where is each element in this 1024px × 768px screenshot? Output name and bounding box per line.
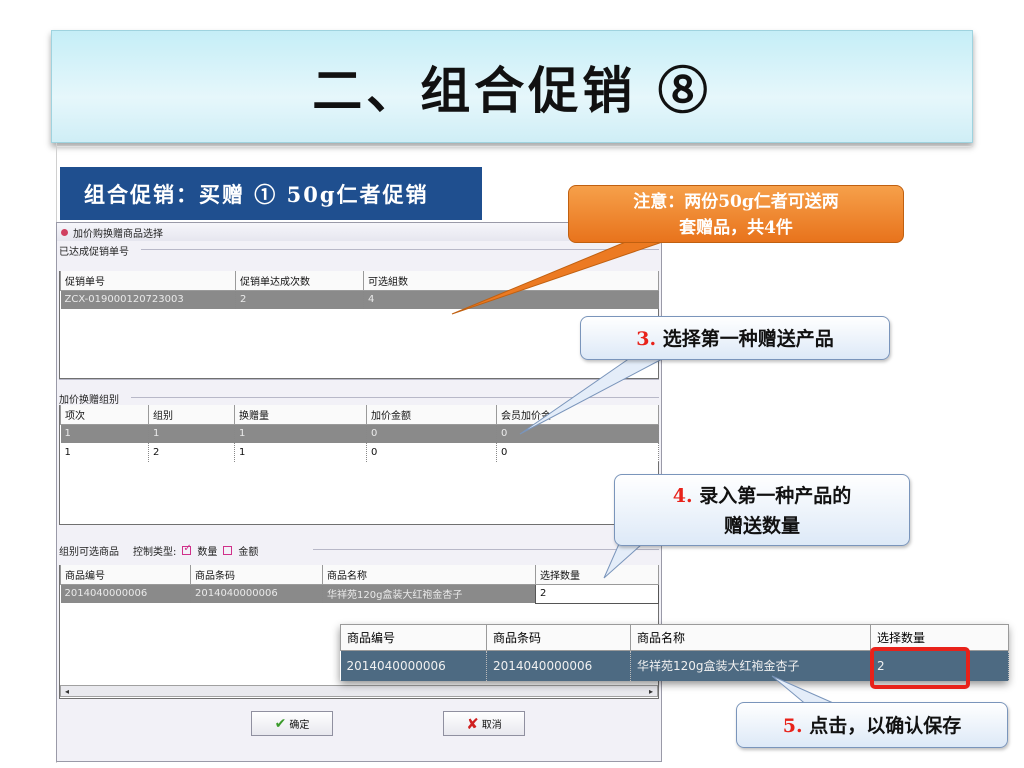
divider bbox=[56, 146, 973, 147]
table-header: 商品编号 商品条码 商品名称 选择数量 bbox=[340, 624, 1009, 651]
scroll-right-icon[interactable]: ▸ bbox=[648, 686, 653, 696]
col-header[interactable]: 商品名称 bbox=[322, 565, 536, 585]
horizontal-scrollbar[interactable]: ◂ ▸ bbox=[60, 685, 658, 697]
table-cell[interactable]: 1 bbox=[234, 424, 367, 443]
callout-step-5: 5. 点击，以确认保存 bbox=[736, 702, 1008, 748]
step-number: 3. bbox=[636, 328, 657, 350]
table-header: 项次 组别 换赠量 加价金额 会员加价金 bbox=[60, 405, 659, 425]
table-row[interactable]: 2014040000006 2014040000006 华祥苑120g盒装大红袍… bbox=[60, 583, 659, 604]
dialog-titlebar: 加价购换赠商品选择 bbox=[57, 223, 661, 241]
cancel-button[interactable]: ✘ 取消 bbox=[443, 711, 525, 736]
callout-step-3: 3. 选择第一种赠送产品 bbox=[580, 316, 890, 360]
divider bbox=[59, 379, 659, 380]
col-header[interactable]: 换赠量 bbox=[234, 405, 367, 425]
col-header: 商品编号 bbox=[340, 624, 487, 651]
step-text: 录入第一种产品的 bbox=[699, 485, 852, 507]
table-cell[interactable]: 华祥苑120g盒装大红袍金杏子 bbox=[322, 584, 536, 603]
table-header: 商品编号 商品条码 商品名称 选择数量 bbox=[60, 565, 659, 585]
col-header: 选择数量 bbox=[870, 624, 1009, 651]
col-header[interactable]: 组别 bbox=[148, 405, 235, 425]
slide-subtitle: 组合促销：买赠 ① 50g仁者促销 bbox=[60, 167, 482, 220]
col-header[interactable]: 商品编号 bbox=[60, 565, 191, 585]
table-cell[interactable]: 2 bbox=[235, 290, 364, 309]
note-line: 注意：两份50g仁者可送两 bbox=[633, 192, 839, 212]
app-icon bbox=[61, 228, 68, 236]
qty-checkbox[interactable] bbox=[182, 543, 192, 555]
section-promo-orders-label: 已达成促销单号 bbox=[59, 243, 132, 258]
col-header[interactable]: 可选組数 bbox=[363, 271, 659, 291]
gift-groups-table: 项次 组别 换赠量 加价金额 会员加价金 1 1 1 0 0 1 2 1 0 0 bbox=[60, 405, 659, 462]
checkmark-icon: ✔ bbox=[274, 715, 287, 732]
table-cell[interactable]: 1 bbox=[234, 443, 367, 462]
control-type-label: 控制类型: bbox=[133, 547, 177, 558]
table-cell[interactable]: 2014040000006 bbox=[190, 584, 323, 603]
highlight-box bbox=[870, 647, 970, 689]
amount-option-label: 金额 bbox=[238, 547, 259, 558]
group-products-table: 商品编号 商品条码 商品名称 选择数量 2014040000006 201404… bbox=[60, 565, 659, 604]
zoomed-products-grid: 商品编号 商品条码 商品名称 选择数量 2014040000006 201404… bbox=[340, 624, 1009, 681]
col-header[interactable]: 商品条码 bbox=[190, 565, 323, 585]
col-header[interactable]: 选择数量 bbox=[535, 565, 659, 585]
section-group-products-header: 组别可选商品 控制类型: 数量 金额 bbox=[59, 543, 265, 558]
table-cell[interactable]: 1 bbox=[60, 424, 149, 443]
zoomed-products-table: 商品编号 商品条码 商品名称 选择数量 2014040000006 201404… bbox=[340, 624, 1009, 681]
note-pointer bbox=[451, 235, 681, 315]
table-row[interactable]: 1 2 1 0 0 bbox=[60, 443, 659, 462]
step-number: 4. bbox=[672, 485, 693, 507]
col-header[interactable]: 促销单号 bbox=[60, 271, 236, 291]
table-cell[interactable]: 2014040000006 bbox=[340, 650, 487, 681]
promo-orders-table: 促销单号 促销单达成次数 可选組数 ZCX-019000120723003 2 … bbox=[60, 271, 659, 309]
divider bbox=[141, 249, 659, 250]
cancel-button-label: 取消 bbox=[481, 720, 502, 731]
qty-option-label: 数量 bbox=[197, 547, 218, 558]
table-header: 促销单号 促销单达成次数 可选組数 bbox=[60, 271, 659, 291]
table-cell[interactable]: 0 bbox=[496, 443, 659, 462]
cross-icon: ✘ bbox=[466, 714, 479, 733]
step-number: 5. bbox=[782, 715, 803, 737]
scroll-left-icon[interactable]: ◂ bbox=[64, 686, 69, 696]
slide-title-banner: 二、组合促销 ⑧ bbox=[51, 30, 973, 143]
slide-title: 二、组合促销 ⑧ bbox=[312, 60, 712, 120]
note-line: 套赠品，共4件 bbox=[679, 218, 793, 238]
table-row[interactable]: 1 1 1 0 0 bbox=[60, 424, 659, 443]
dialog-title: 加价购换赠商品选择 bbox=[73, 228, 163, 240]
table-cell[interactable]: 2014040000006 bbox=[60, 584, 191, 603]
table-cell[interactable]: 4 bbox=[363, 290, 659, 309]
table-cell[interactable]: 0 bbox=[366, 424, 497, 443]
col-header[interactable]: 促销单达成次数 bbox=[235, 271, 364, 291]
callout-3-pointer bbox=[519, 357, 665, 435]
col-header[interactable]: 加价金额 bbox=[366, 405, 497, 425]
table-cell[interactable]: 1 bbox=[148, 424, 235, 443]
divider bbox=[313, 549, 659, 550]
table-cell[interactable]: 华祥苑120g盒装大红袍金杏子 bbox=[630, 650, 871, 681]
section-gift-groups-label: 加价换赠组别 bbox=[59, 391, 122, 406]
amount-checkbox[interactable] bbox=[223, 546, 233, 555]
callout-step-4: 4. 录入第一种产品的 赠送数量 bbox=[614, 474, 910, 546]
table-cell[interactable]: 1 bbox=[60, 443, 149, 462]
table-cell[interactable]: 0 bbox=[496, 424, 659, 443]
note-callout: 注意：两份50g仁者可送两 套赠品，共4件 bbox=[568, 185, 904, 243]
step-text: 选择第一种赠送产品 bbox=[662, 328, 834, 350]
ok-button[interactable]: ✔ 确定 bbox=[251, 711, 333, 736]
table-cell[interactable]: ZCX-019000120723003 bbox=[60, 290, 236, 309]
table-cell[interactable]: 0 bbox=[366, 443, 497, 462]
ok-button-label: 确定 bbox=[289, 720, 310, 731]
table-cell[interactable]: 2 bbox=[148, 443, 235, 462]
table-row[interactable]: ZCX-019000120723003 2 4 bbox=[60, 290, 659, 309]
divider bbox=[131, 397, 659, 398]
table-row[interactable]: 2014040000006 2014040000006 华祥苑120g盒装大红袍… bbox=[340, 650, 1009, 681]
step-text: 赠送数量 bbox=[723, 515, 800, 537]
quantity-input[interactable]: 2 bbox=[535, 583, 659, 604]
step-text: 点击，以确认保存 bbox=[809, 715, 962, 737]
table-cell[interactable]: 2014040000006 bbox=[486, 650, 631, 681]
section-group-products-label: 组别可选商品 bbox=[59, 547, 119, 558]
col-header: 商品条码 bbox=[486, 624, 631, 651]
col-header: 商品名称 bbox=[630, 624, 871, 651]
col-header[interactable]: 会员加价金 bbox=[496, 405, 659, 425]
table-cell[interactable]: 2 bbox=[870, 650, 1009, 681]
